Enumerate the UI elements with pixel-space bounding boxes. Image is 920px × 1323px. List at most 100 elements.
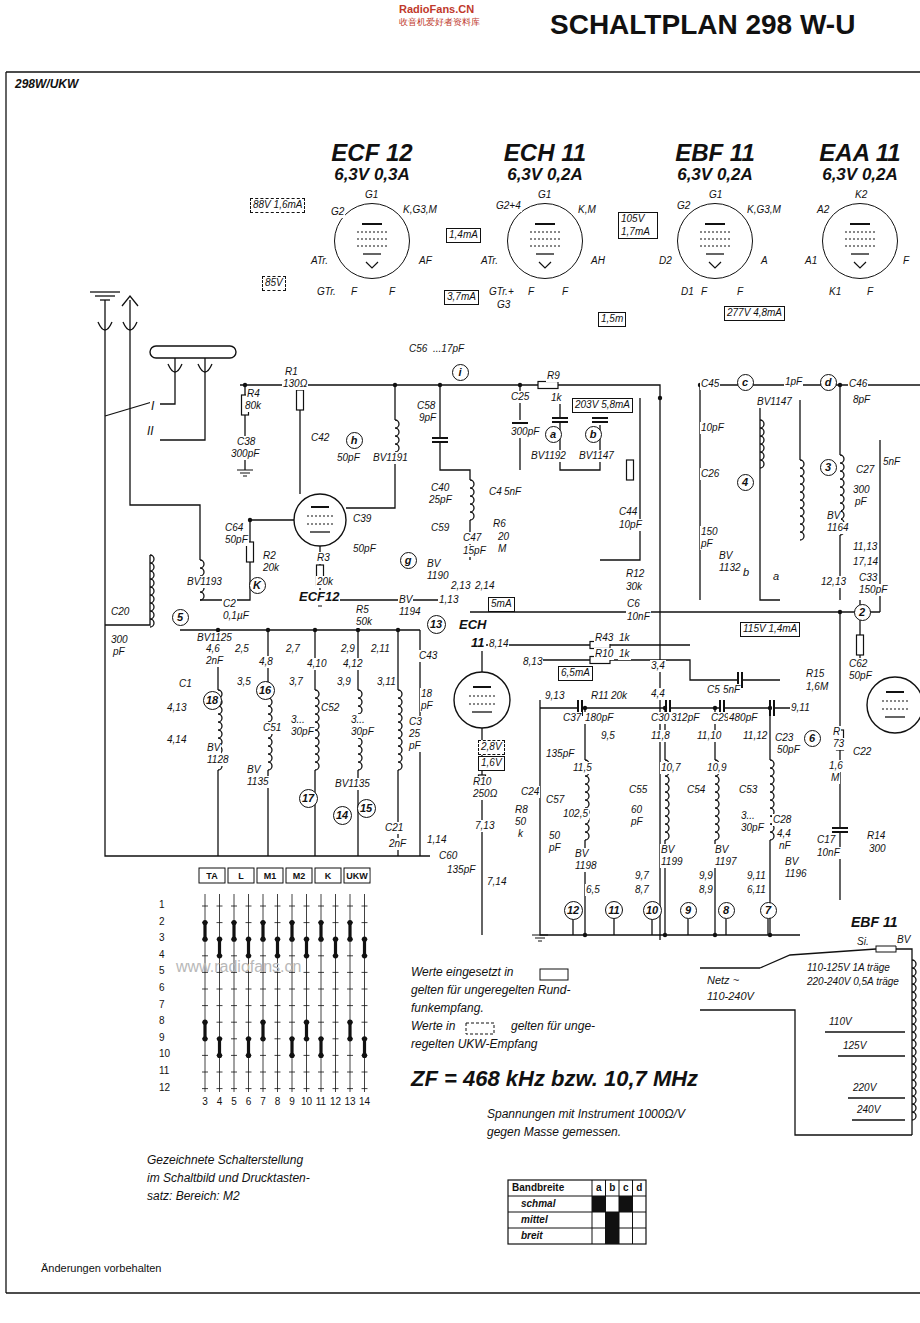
measured-value-box: 5mA: [488, 597, 515, 612]
switch-contact-number: 12: [329, 1096, 342, 1108]
table-cell: Bandbreite: [511, 1182, 565, 1194]
switch-contact: [217, 1005, 223, 1006]
wire: [825, 1031, 905, 1032]
switch-contact-line: [364, 894, 365, 1092]
component-label: 10,7: [660, 762, 681, 774]
mains-label: 110V: [828, 1016, 853, 1028]
junction-dot: [356, 628, 360, 632]
coil-symbol: [770, 760, 774, 840]
junction-dot: [583, 706, 587, 710]
measured-value-box: 105V 1,7mA: [618, 212, 658, 239]
callout-circle: 17: [299, 789, 318, 808]
tube-type: EBF 11: [660, 140, 770, 166]
capacitor-symbol: [592, 417, 608, 419]
component-label: 5nF: [503, 486, 522, 498]
component-label: 5nF: [722, 684, 741, 696]
footer-note: Änderungen vorbehalten: [40, 1262, 162, 1275]
wire: [848, 1097, 905, 1098]
switch-contact: [231, 1088, 237, 1089]
switch-contact: [333, 989, 339, 990]
switch-contact: [318, 1005, 324, 1006]
component-label: 3...: [290, 714, 306, 726]
component-label: pF: [420, 700, 434, 712]
switch-dot: [246, 953, 251, 958]
wire: [105, 300, 430, 856]
switch-dot: [202, 920, 207, 925]
tube-cathode: [310, 531, 330, 532]
tube-cathode: [851, 253, 869, 254]
tube-anode: [886, 691, 904, 693]
component-label: 11,8: [650, 730, 671, 742]
callout-circle: 5: [172, 609, 189, 626]
component-label: BV: [574, 848, 589, 860]
switch-contact: [333, 1022, 339, 1023]
switch-contact: [260, 1088, 266, 1089]
switch-row-number: 10: [158, 1048, 171, 1060]
switch-contact: [318, 906, 324, 907]
switch-contact: [347, 955, 353, 956]
component-label: 50pF: [848, 670, 873, 682]
measured-value-box: 115V 1,4mA: [740, 622, 800, 637]
heater-rating: 6,3V 0,3A: [317, 166, 427, 185]
switch-contact: [217, 906, 223, 907]
mains-label: Netz ~: [706, 974, 740, 987]
component-label: C47: [462, 532, 482, 544]
component-label: 150pF: [858, 584, 888, 596]
switch-header: UKW: [345, 871, 369, 881]
switch-contact: [289, 989, 295, 990]
junction-dot: [266, 628, 270, 632]
table-cell: schmal: [520, 1198, 556, 1210]
component-label: 2nF: [205, 655, 224, 667]
coil-symbol: [912, 960, 916, 1120]
table-cell: breit: [520, 1230, 544, 1242]
component-label: 80k: [244, 400, 262, 412]
callout-number: a: [550, 429, 556, 440]
tube-base-circle: [507, 203, 583, 279]
pin-name: GTr.+: [488, 286, 515, 298]
sheet-mark: RadioFans.CN: [398, 3, 475, 16]
pin-name: A2: [816, 204, 830, 216]
component-label: 73: [832, 738, 845, 750]
pin-name: K,G3,M: [746, 204, 782, 216]
pin-name: AF: [418, 255, 433, 267]
switch-dot: [333, 953, 338, 958]
component-label: 25: [408, 728, 421, 740]
table-frame: [508, 1180, 646, 1244]
switch-contact: [202, 906, 208, 907]
wire: [105, 555, 150, 625]
switch-contact: [318, 989, 324, 990]
component-label: 1198: [574, 860, 598, 872]
callout-circle: 10: [643, 901, 662, 920]
wire: [839, 535, 840, 600]
component-label: 9,5: [600, 730, 616, 742]
wire: [105, 402, 152, 416]
component-label: k: [517, 828, 524, 840]
switch-dot: [362, 1036, 367, 1041]
switch-contact: [217, 1072, 223, 1073]
component-label: pF: [700, 538, 714, 550]
switch-dot: [318, 1053, 323, 1058]
tube-anode: [362, 223, 382, 225]
value-box-sample: [540, 969, 568, 980]
pin-name: K,G3,M: [402, 204, 438, 216]
callout-number: 14: [336, 810, 348, 821]
measured-value-box: 6,5mA: [558, 666, 593, 681]
component-label: BV1193: [186, 576, 223, 588]
component-label: 17,14: [852, 556, 879, 568]
capacitor-symbol: [512, 422, 528, 424]
junction-dot: [313, 628, 317, 632]
measured-value: 6,5mA: [561, 667, 590, 680]
switch-contact: [202, 1072, 208, 1073]
tube-base-circle: [334, 203, 410, 279]
wire: [5, 72, 6, 1293]
switch-contact-number: 10: [300, 1096, 313, 1108]
wire: [651, 919, 652, 935]
callout-circle: 11: [605, 901, 623, 919]
callout-circle: c: [737, 374, 754, 391]
junction-dot: [768, 933, 772, 937]
junction-dot: [396, 628, 400, 632]
table-cell: mittel: [520, 1214, 549, 1226]
junction-dot: [248, 518, 252, 522]
component-label: C5: [706, 684, 721, 696]
switch-row-number: 12: [158, 1082, 171, 1094]
